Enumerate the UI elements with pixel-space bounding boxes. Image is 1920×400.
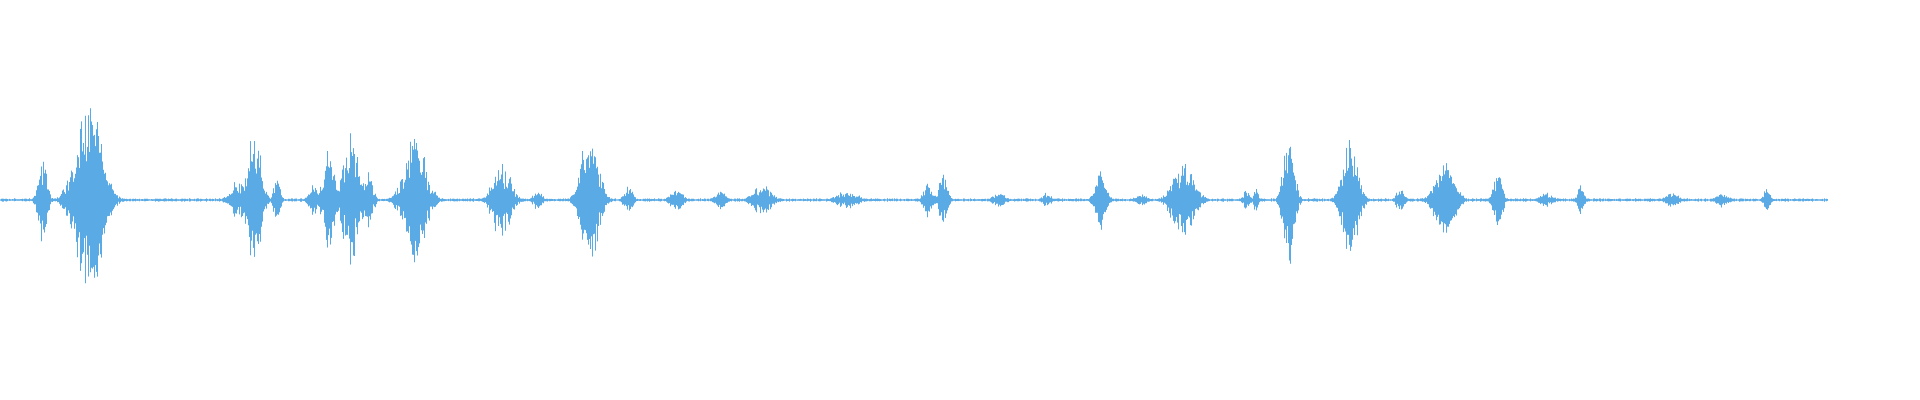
waveform-samples [1,108,1828,284]
